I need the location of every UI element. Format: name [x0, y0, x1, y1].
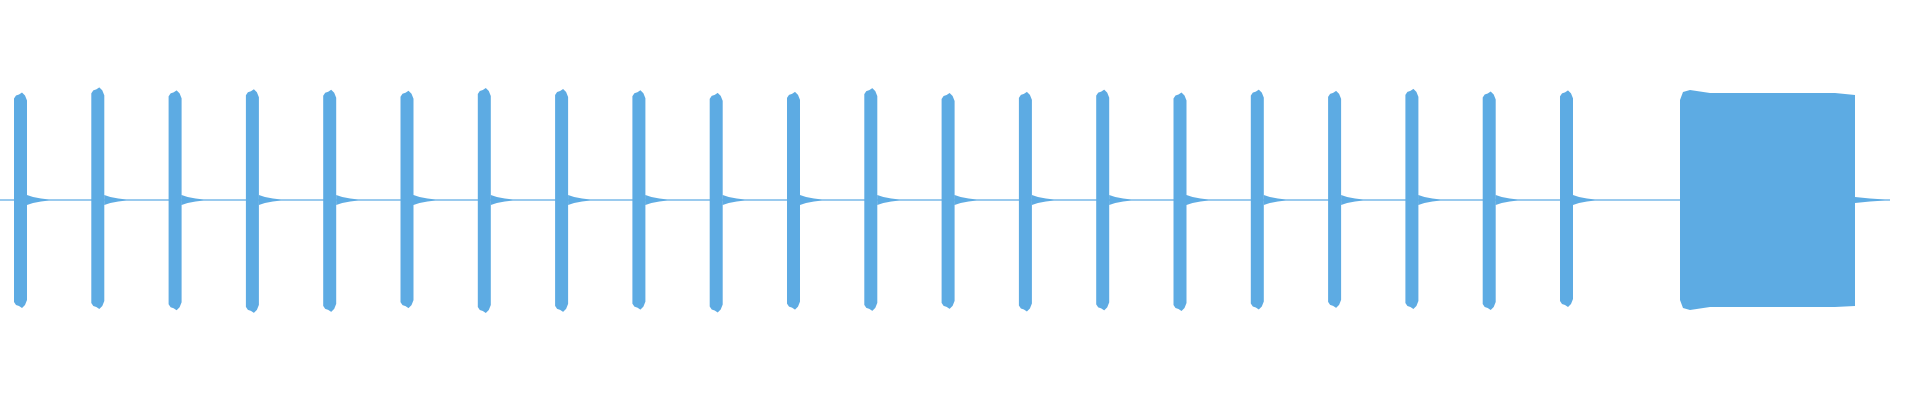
waveform-burst — [168, 90, 182, 311]
waveform-burst-tail — [877, 195, 900, 205]
waveform-burst — [941, 92, 955, 309]
waveform-burst — [787, 91, 800, 310]
waveform-burst-tail — [800, 195, 822, 205]
waveform-burst-tail — [1031, 195, 1054, 205]
waveform-burst-tail — [1263, 195, 1286, 205]
waveform-burst-tail — [27, 195, 49, 205]
waveform-sustained-tail — [1855, 197, 1885, 203]
waveform-burst — [1250, 89, 1264, 310]
waveform-burst-tail — [336, 195, 359, 205]
waveform-burst — [1405, 88, 1419, 309]
waveform-burst-tail — [954, 195, 977, 205]
waveform-burst — [1018, 91, 1032, 312]
waveform-burst-tail — [1418, 195, 1441, 205]
waveform-burst-tail — [1495, 195, 1518, 205]
waveform-burst — [1328, 90, 1342, 308]
waveform-burst — [632, 90, 646, 310]
waveform-burst — [477, 87, 491, 313]
waveform-sustained-tone — [1680, 90, 1855, 310]
waveform-burst — [14, 92, 27, 308]
waveform-burst-tail — [104, 195, 127, 205]
waveform-burst-tail — [1573, 195, 1595, 205]
waveform-burst — [709, 92, 723, 313]
waveform-burst — [400, 90, 414, 309]
waveform-burst — [555, 88, 569, 312]
waveform-burst — [1482, 91, 1496, 310]
waveform-burst — [1173, 92, 1187, 311]
waveform-burst — [91, 87, 105, 309]
waveform-burst — [245, 89, 259, 313]
waveform-burst-tail — [181, 195, 204, 205]
waveform-burst-tail — [1186, 195, 1209, 205]
waveform-burst-tail — [1109, 195, 1132, 205]
waveform-burst-tail — [722, 195, 745, 205]
waveform-burst-tail — [413, 195, 436, 205]
waveform-burst-tail — [258, 195, 281, 205]
waveform-bursts — [14, 87, 1885, 313]
waveform-burst — [1560, 90, 1573, 308]
waveform-burst-tail — [1341, 195, 1364, 205]
waveform-burst-tail — [645, 195, 668, 205]
waveform-burst — [1096, 89, 1110, 311]
waveform-burst-tail — [490, 195, 513, 205]
waveform-burst — [323, 89, 337, 312]
waveform-burst-tail — [568, 195, 591, 205]
waveform-burst — [864, 88, 878, 311]
